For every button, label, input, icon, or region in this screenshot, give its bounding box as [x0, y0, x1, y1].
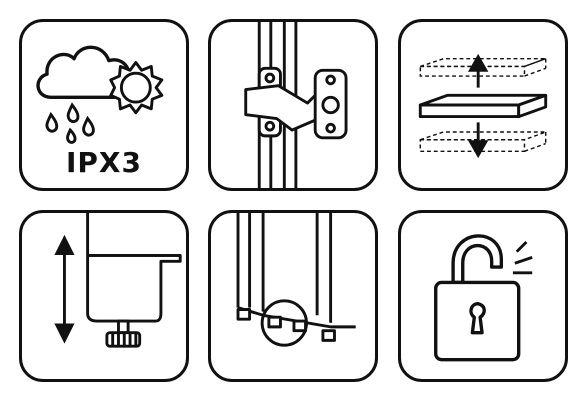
adjustable-shelf-tile	[398, 19, 568, 191]
ip-rating-label: IPX3	[65, 146, 142, 179]
adjustable-leg-icon	[54, 213, 182, 348]
raised-floor-icon	[236, 213, 356, 347]
rain-sun-icon	[36, 45, 164, 144]
door-hinge-icon	[244, 22, 348, 188]
hinge-tile	[208, 19, 378, 191]
padlock-icon	[434, 234, 533, 362]
weather-resistance-tile: IPX3	[19, 19, 189, 191]
lock-tile	[398, 210, 568, 382]
raised-floor-tile	[208, 210, 378, 382]
adjustable-leg-tile	[19, 210, 189, 382]
adjustable-shelf-icon	[418, 53, 548, 159]
